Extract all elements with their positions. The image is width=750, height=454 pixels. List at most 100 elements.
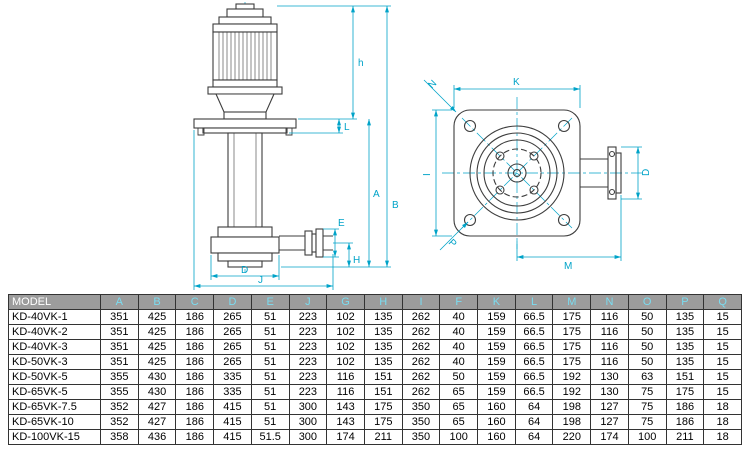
dim-cell: 135 [665,309,705,325]
dim-cell: 15 [703,369,742,385]
dim-cell: 174 [326,429,365,445]
dim-cell: 351 [100,309,139,325]
dim-label-b: B [392,200,399,211]
dim-cell: 64 [514,399,554,415]
dim-cell: 425 [137,339,177,355]
dim-cell: 351 [100,324,139,340]
dim-cell: 198 [552,399,592,415]
dim-cell: 15 [703,384,742,400]
dim-cell: 350 [401,414,441,430]
dim-cell: 130 [590,384,629,400]
dim-cell: 135 [363,354,403,370]
dim-cell: 174 [590,429,629,445]
dimension-labels: K N I D M P [422,77,652,272]
dim-cell: 102 [326,324,365,340]
motor-bracket [215,93,275,120]
col-header-D: D [213,294,252,310]
dim-cell: 223 [288,339,328,355]
dim-cell: 51 [250,339,290,355]
dim-cell: 116 [590,354,629,370]
dim-cell: 66.5 [514,384,554,400]
dim-cell: 175 [363,399,403,415]
dim-label-l: L [344,122,350,133]
dim-label-hh: H [353,255,360,266]
dim-cell: 40 [439,339,479,355]
dim-label-d: D [241,265,248,276]
dim-label-i: I [422,173,433,176]
dim-cell: 15 [703,354,742,370]
drawings-section: h L A B E H D J [193,2,652,290]
dim-cell: 75 [627,384,667,400]
dim-cell: 64 [514,414,554,430]
col-header-A: A [100,294,139,310]
dim-cell: 427 [137,399,177,415]
dim-cell: 102 [326,309,365,325]
dim-cell: 18 [703,399,742,415]
dim-cell: 143 [326,414,365,430]
dim-cell: 75 [627,399,667,415]
dim-cell: 130 [590,369,629,385]
dim-cell: 51 [250,399,290,415]
dim-cell: 15 [703,309,742,325]
pump-side-view-drawing: h L A B E H D J [193,2,399,290]
col-header-P: P [665,294,705,310]
dim-cell: 75 [627,414,667,430]
dim-cell: 186 [665,399,705,415]
dim-cell: 65 [439,399,479,415]
col-header-F: F [439,294,479,310]
dim-cell: 425 [137,354,177,370]
dim-cell: 300 [288,399,328,415]
dim-cell: 186 [175,324,215,340]
dim-cell: 51 [250,324,290,340]
dim-cell: 51 [250,369,290,385]
dim-cell: 64 [514,429,554,445]
dim-cell: 186 [175,369,215,385]
dim-cell: 425 [137,324,177,340]
dim-cell: 51.5 [250,429,290,445]
dim-cell: 65 [439,414,479,430]
dim-cell: 223 [288,309,328,325]
model-cell: KD-65VK-7.5 [8,399,101,415]
dim-label-n: N [426,78,439,91]
dim-cell: 50 [627,354,667,370]
dim-cell: 223 [288,384,328,400]
dim-cell: 66.5 [514,354,554,370]
dim-label-h: h [358,58,364,69]
dim-cell: 351 [100,354,139,370]
dim-cell: 135 [363,324,403,340]
dim-cell: 186 [175,414,215,430]
dim-cell: 135 [363,309,403,325]
dim-cell: 127 [590,399,629,415]
dim-label-d: D [641,169,652,176]
dim-cell: 116 [590,339,629,355]
pump-top-outline [453,109,622,237]
dim-cell: 186 [175,399,215,415]
dim-cell: 151 [665,369,705,385]
dim-cell: 127 [590,414,629,430]
model-cell: KD-50VK-3 [8,354,101,370]
dim-cell: 50 [627,324,667,340]
dim-cell: 300 [288,429,328,445]
dim-cell: 51 [250,414,290,430]
dim-cell: 262 [401,324,441,340]
dimension-lines [423,79,642,261]
dim-cell: 51 [250,354,290,370]
dim-cell: 262 [401,354,441,370]
outlet-flange-top [580,146,622,200]
dim-cell: 135 [665,354,705,370]
dim-cell: 198 [552,414,592,430]
dim-cell: 425 [137,309,177,325]
pump-top-view-drawing: K N I D M P [422,77,652,272]
dim-cell: 175 [552,324,592,340]
dim-cell: 415 [213,414,252,430]
dim-cell: 100 [627,429,667,445]
dim-cell: 100 [439,429,479,445]
